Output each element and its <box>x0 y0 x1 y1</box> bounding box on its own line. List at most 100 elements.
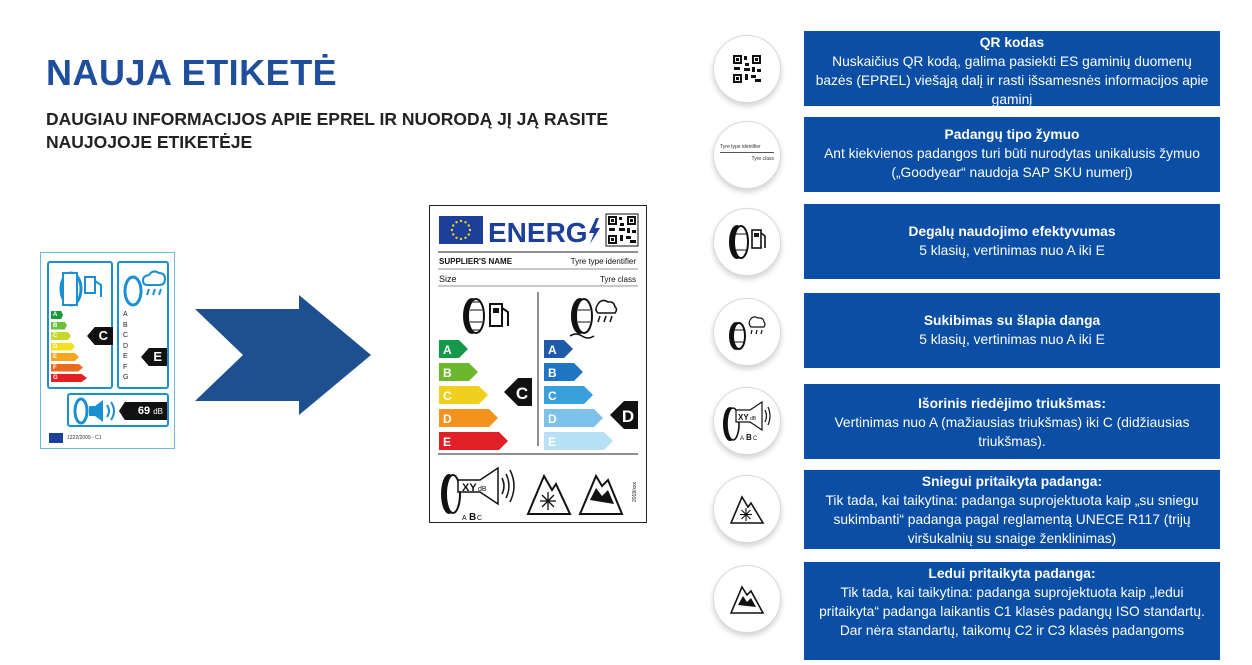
old-noise-unit: dB <box>153 407 163 416</box>
wet-bar-d <box>544 409 603 427</box>
old-wet-letter-a: A <box>123 311 128 318</box>
fuel-tyre-icon <box>729 225 766 259</box>
old-fuel-class-badge: C <box>87 327 113 345</box>
card-title: QR kodas <box>979 35 1045 50</box>
ice-mountain-icon <box>729 585 765 614</box>
eu-star <box>464 236 467 239</box>
old-fuel-bar-a: A <box>51 311 63 319</box>
eu-star <box>459 237 463 241</box>
card-body: Nuskaičius QR kodą, galima pasiekti ES g… <box>815 54 1209 107</box>
noise-circle-a: A <box>740 436 744 442</box>
tyre-class-mini: Tyre class <box>751 156 774 162</box>
fuel-letter-d: D <box>443 412 452 426</box>
wet-letter-b: B <box>548 366 557 380</box>
old-wet-letter-f: F <box>123 363 128 371</box>
card-body: Vertinimas nuo A (mažiausias triukšmas) … <box>834 415 1190 449</box>
noise-speaker-icon: XY dB A B C <box>441 466 515 521</box>
fuel-tyre-icon <box>59 271 102 307</box>
fuel-letter-e: E <box>443 435 451 449</box>
regulation-ref: 2019/xxx <box>632 481 638 502</box>
wet-letter-d: D <box>548 412 557 426</box>
old-fuel-bar-c: C <box>51 332 71 340</box>
card-title: Sniegui pritaikyta padanga: <box>921 474 1103 489</box>
card-fuel-efficiency: Degalų naudojimo efektyvumas 5 klasių, v… <box>804 204 1220 279</box>
noise-circle-xy: XY <box>738 413 749 422</box>
old-noise-cell: 69 dB <box>67 393 169 427</box>
card-snow: Sniegui pritaikyta padanga: Tik tada, ka… <box>804 470 1220 549</box>
old-fuel-bar-g: G <box>51 374 87 382</box>
card-title: Sukibimas su šlapia danga <box>923 313 1101 328</box>
qr-code-icon <box>605 213 639 247</box>
new-wet-class-badge: D <box>610 401 638 429</box>
old-wet-letter-d: D <box>123 342 129 350</box>
card-body: Tik tada, kai taikytina: padanga suproje… <box>825 493 1199 546</box>
old-fuel-bar-e: E <box>51 353 79 361</box>
card-qr-code: QR kodas Nuskaičius QR kodą, galima pasi… <box>804 31 1220 107</box>
eu-star <box>452 233 455 236</box>
wet-grip-circle <box>713 298 781 366</box>
noise-xy: XY <box>462 482 477 494</box>
old-fuel-bar-b: B <box>51 321 67 330</box>
qr-code-icon <box>732 54 762 84</box>
old-fuel-bar-f: F <box>51 363 83 372</box>
supplier-name: SUPPLIER'S NAME <box>439 257 513 266</box>
tyre-type-circle: Tyre type identifier Tyre class <box>713 121 781 189</box>
noise-class-b: B <box>469 512 476 521</box>
new-wet-class: D <box>622 407 634 426</box>
tyre-class-label: Tyre class <box>600 275 636 284</box>
wet-grip-icon <box>123 270 167 307</box>
old-wet-letter-c: C <box>123 332 129 339</box>
card-wet-grip: Sukibimas su šlapia danga 5 klasių, vert… <box>804 293 1220 368</box>
wet-grip-icon <box>729 316 766 350</box>
noise-circle-db: dB <box>750 416 757 422</box>
tyre-type-identifier: Tyre type identifier <box>571 257 637 266</box>
card-title: Ledui pritaikyta padanga: <box>928 566 1096 581</box>
eu-star <box>459 219 463 223</box>
transition-arrow-icon <box>195 295 371 415</box>
eu-star <box>450 228 454 232</box>
card-ice: Ledui pritaikyta padanga: Tik tada, kai … <box>804 562 1220 660</box>
card-body: 5 klasių, vertinimas nuo A iki E <box>919 243 1105 258</box>
old-wet-letter-e: E <box>123 353 128 360</box>
noise-circle-b: B <box>746 433 752 442</box>
fuel-letter-a: A <box>443 343 452 357</box>
fuel-efficiency-circle <box>713 208 781 276</box>
old-fuel-bar-d: D <box>51 342 75 351</box>
fuel-bar-e <box>439 432 508 450</box>
noise-class-c: C <box>477 515 482 521</box>
noise-speaker-icon: XY dB A B C <box>723 400 771 442</box>
eu-star <box>467 224 470 227</box>
slide-title: NAUJA ETIKETĖ <box>46 52 338 93</box>
wet-letter-a: A <box>548 343 557 357</box>
slide-subtitle: DAUGIAU INFORMACIJOS APIE EPREL IR NUORO… <box>46 109 609 152</box>
noise-class-a: A <box>462 515 467 521</box>
ice-circle <box>713 565 781 633</box>
eu-flag-icon <box>49 433 63 443</box>
wet-bar-c <box>544 386 593 404</box>
card-noise: Išorinis riedėjimo triukšmas: Vertinimas… <box>804 384 1220 459</box>
eu-star <box>468 228 472 232</box>
card-body: Ant kiekvienos padangos turi būti nurody… <box>824 146 1200 180</box>
old-wet-letter-g: G <box>123 374 129 381</box>
energy-word: ENERG <box>488 217 588 248</box>
tyre-type-identifier-mini: Tyre type identifier <box>720 144 761 150</box>
card-body: 5 klasių, vertinimas nuo A iki E <box>919 332 1105 347</box>
fuel-bar-c <box>439 386 488 404</box>
size-label: Size <box>439 274 457 284</box>
old-noise-value: 69 <box>137 405 151 417</box>
wet-bar-b <box>544 363 583 381</box>
snow-circle <box>713 475 781 543</box>
energy-bolt-icon <box>589 218 600 244</box>
fuel-bar-b <box>439 363 478 381</box>
wet-bar-e <box>544 432 613 450</box>
eu-star <box>455 236 458 239</box>
wet-letter-e: E <box>548 435 556 449</box>
card-tyre-type: Padangų tipo žymuo Ant kiekvienos padang… <box>804 117 1220 192</box>
new-eu-tyre-label: ENERG SUPPLIER'S NAME Tyre type identifi… <box>429 205 647 523</box>
fuel-bar-a <box>439 340 468 358</box>
